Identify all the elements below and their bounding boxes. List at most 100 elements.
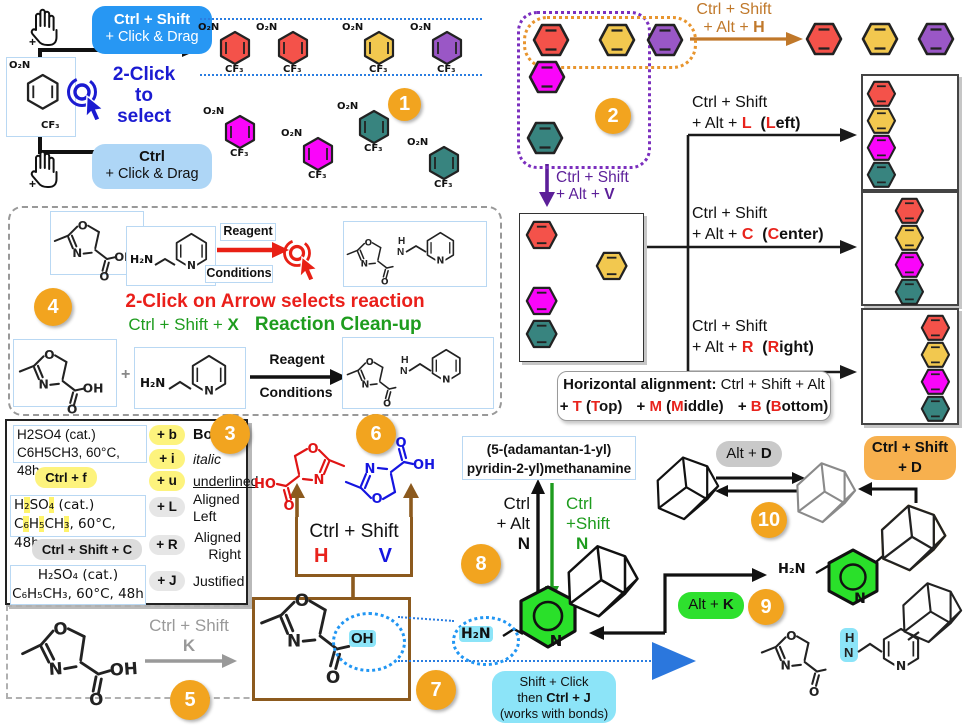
hexagon-yellow: [861, 22, 899, 56]
svg-text:N: N: [187, 259, 196, 272]
hexagon-teal: [920, 395, 951, 422]
svg-text:O: O: [371, 492, 382, 507]
aligned-right-box: [861, 308, 959, 425]
selected-molecule-box: O₂N CF₃: [6, 57, 76, 137]
step-badge-7: 7: [416, 670, 456, 710]
blue-arrowhead: [652, 642, 696, 680]
amide-product-structure: O N O H N N: [346, 231, 455, 287]
formatted-text-box: H₂SO₄ (cat.) C₆H₅CH₃, 60°C, 48h: [10, 495, 146, 551]
hand-drag-icon: +: [29, 150, 58, 191]
svg-text:N: N: [854, 591, 866, 607]
format-label-italic: italic: [193, 451, 222, 467]
pill-line: Ctrl + Shift: [113, 11, 191, 28]
key-pill-i: + i: [149, 449, 185, 469]
svg-text:O: O: [44, 348, 54, 362]
two-click-arrow-caption: 2-Click on Arrow selects reaction: [125, 291, 425, 312]
svg-text:N: N: [780, 659, 790, 673]
final-amide-product: O N O H N N: [760, 582, 963, 699]
svg-text:N: N: [287, 630, 301, 650]
hexagon-red: [894, 197, 925, 224]
svg-text:O: O: [307, 442, 318, 457]
pyridine-structure: N: [168, 354, 227, 398]
svg-text:N: N: [72, 246, 82, 260]
key-pill-b: + b: [149, 425, 185, 445]
lasso-selection-purple: [517, 11, 651, 169]
molecule-copy-teal: O₂N CF₃: [407, 137, 465, 190]
molecule-copy-red: O₂N CF₃: [256, 22, 314, 75]
adamantane-3d-gray: [796, 462, 857, 524]
step-badge-8: 8: [461, 544, 501, 584]
svg-text:O: O: [395, 436, 406, 451]
clean-reactant-amine-box: H₂N N: [134, 347, 246, 409]
svg-text:OH: OH: [83, 381, 104, 395]
svg-text:N: N: [361, 260, 368, 270]
highlighted-h2n-label: H₂N: [459, 626, 493, 642]
svg-text:N: N: [442, 374, 450, 385]
svg-text:N: N: [844, 645, 853, 660]
pyridine-structure: N: [154, 232, 208, 272]
shortcut-pill-ctrl-shift-c: Ctrl + Shift + C: [32, 539, 142, 560]
adamantane-cage: [567, 545, 639, 618]
compound-name-box: (5-(adamantan-1-yl) pyridin-2-yl)methana…: [462, 436, 636, 480]
shortcut-label-horizontal-flip: Ctrl + Shift + Alt + H: [696, 1, 772, 36]
aligned-left-box: [861, 74, 959, 191]
svg-text:N: N: [38, 378, 48, 392]
hexagon-yellow: [866, 107, 897, 134]
svg-text:O: O: [365, 239, 373, 249]
oxazoline-structure: O N OH O: [18, 348, 104, 416]
svg-text:H: H: [398, 236, 405, 247]
step-badge-10: 10: [751, 502, 787, 538]
double-click-icon: [67, 77, 105, 122]
reactant-amine-box: H₂N N: [126, 226, 216, 286]
svg-text:N: N: [550, 632, 563, 650]
selection-marquee-line: [200, 74, 482, 76]
svg-text:H: H: [401, 354, 409, 366]
svg-text:N: N: [362, 380, 370, 391]
o2n-label: O₂N: [9, 60, 31, 71]
hexagon-red: [805, 22, 843, 56]
molecule-copy-magenta: O₂N CF₃: [203, 106, 261, 159]
selection-ellipse-h2n: [452, 616, 520, 666]
hexagon-magenta: [525, 286, 558, 316]
cleanup-shortcut-label: Ctrl + Shift K: [149, 616, 229, 655]
two-click-caption: 2-Click to select: [112, 64, 176, 127]
shortcut-label-align-center: Ctrl + Shift + Alt + C (Center): [692, 205, 824, 243]
svg-text:O: O: [383, 398, 391, 409]
double-click-icon-red: [283, 239, 319, 282]
shift-click-note-pill: Shift + Click then Ctrl + J (works with …: [492, 671, 616, 723]
plus-sign: +: [121, 366, 131, 383]
hand-drawn-oxazoline: O N OH O: [19, 619, 138, 709]
benzene-ring: [431, 30, 463, 66]
hexagon-teal: [526, 121, 564, 155]
key-pill-r: + R: [149, 535, 185, 555]
svg-text:O: O: [295, 590, 309, 610]
benzene-ring: [224, 114, 256, 150]
hexagon-red: [532, 23, 570, 57]
step-badge-1: 1: [388, 88, 421, 121]
hexagon-teal: [866, 161, 897, 188]
molecule-copy-red: O₂N CF₃: [198, 22, 256, 75]
benzene-ring: [26, 73, 59, 110]
shortcut-pill-ctrl-shift-d: Ctrl + Shift + D: [864, 436, 956, 480]
svg-text:N: N: [400, 365, 408, 377]
pill-line: + Click & Drag: [105, 29, 199, 46]
svg-text:OH: OH: [413, 458, 435, 473]
svg-text:O: O: [78, 218, 88, 232]
reagent-text-box: Reagent: [220, 223, 276, 241]
hexagon-purple: [646, 23, 684, 57]
hexagon-red: [525, 220, 558, 250]
benzene-ring: [277, 30, 309, 66]
shortcut-pill-ctrl-f: Ctrl + f: [35, 467, 97, 488]
structure-to-name-shortcut: Ctrl +Shift N: [566, 494, 610, 553]
selection-ellipse-oh: [332, 612, 406, 672]
svg-text:N: N: [48, 659, 63, 679]
hexagon-red: [920, 314, 951, 341]
svg-text:N: N: [896, 659, 906, 673]
green-pyridine-ring: N: [827, 548, 879, 607]
format-label-justified: Justified: [193, 573, 245, 589]
key-pill-u: + u: [149, 471, 185, 491]
flip-shortcut-label: Ctrl + Shift: [309, 521, 399, 542]
lasso-selection-orange: [523, 16, 697, 69]
key-pill-j: + J: [149, 571, 185, 591]
